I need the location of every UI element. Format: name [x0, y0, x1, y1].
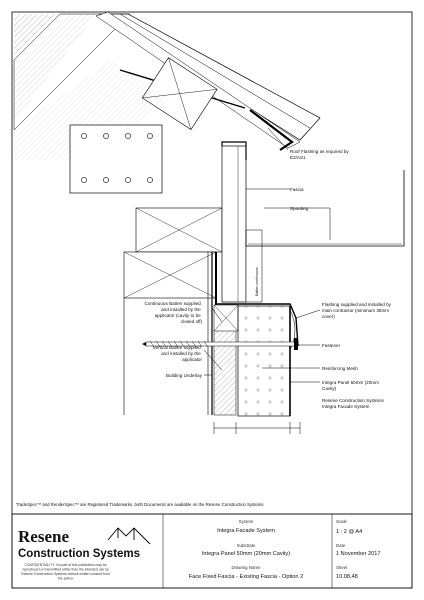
date-label: Date [336, 543, 346, 548]
fascia-label: Fascia [290, 187, 304, 192]
trademark-note: TradeSpec™ and RenderSpec™ are Registere… [16, 502, 264, 507]
roof-structure [13, 11, 321, 160]
vertical-batten-label: Vertical Batten supplied and installed b… [153, 345, 203, 362]
reinforcing-mesh-label: Reinforcing Mesh [322, 366, 358, 371]
fastener [142, 338, 298, 350]
fastener-label: Fastener [322, 343, 341, 348]
resene-system-label: Resene Construction Systems Integra Faca… [322, 398, 385, 409]
confidentiality-note: CONFIDENTIALITY: No part of this publica… [21, 563, 111, 581]
date-value: 1 November 2017 [336, 551, 380, 557]
building-underlay-label: Building Underlay [166, 373, 203, 378]
flashing-label: Flashing supplied and installed by main … [322, 302, 392, 319]
scale-label: Scale [336, 519, 348, 524]
svg-text:Construction Systems: Construction Systems [18, 548, 140, 560]
system-value: Integra Facade System [217, 528, 275, 534]
system-label: System [239, 519, 254, 524]
bolt-plate [69, 124, 163, 194]
drawing-name-label: Drawing Name [231, 565, 261, 570]
spouting-label: Spouting [290, 206, 309, 211]
dimension-line [213, 422, 301, 434]
fascia-board [215, 141, 405, 347]
integra-panel-label: Integra Panel 50mm (20mm Cavity) [322, 380, 380, 391]
continuous-batten-label: Continuous Batten supplied and installed… [145, 301, 203, 324]
substrate-label: Substrate [237, 543, 256, 548]
svg-text:Resene: Resene [18, 527, 69, 546]
wall-frame [123, 207, 239, 416]
resene-logo: Resene Construction Systems [18, 527, 151, 560]
scale-value: 1 : 2 @ A4 [336, 529, 362, 535]
substrate-value: Integra Panel 50mm (20mm Cavity) [202, 551, 290, 557]
batten-continuous-label: Batten continuous [255, 267, 259, 296]
roof-flashing-label: Roof Flashing as required by E2/AS1 [290, 149, 350, 160]
integra-panel [237, 305, 296, 417]
leader-lines [203, 127, 331, 383]
house-roofline-icon [107, 527, 151, 545]
drawing-name-value: Face Fixed Fascia - Existing Fascia - Op… [189, 574, 303, 580]
sheet-value: 10.08.48 [336, 574, 358, 580]
sheet-label: Sheet [336, 565, 348, 570]
title-block [11, 513, 413, 589]
